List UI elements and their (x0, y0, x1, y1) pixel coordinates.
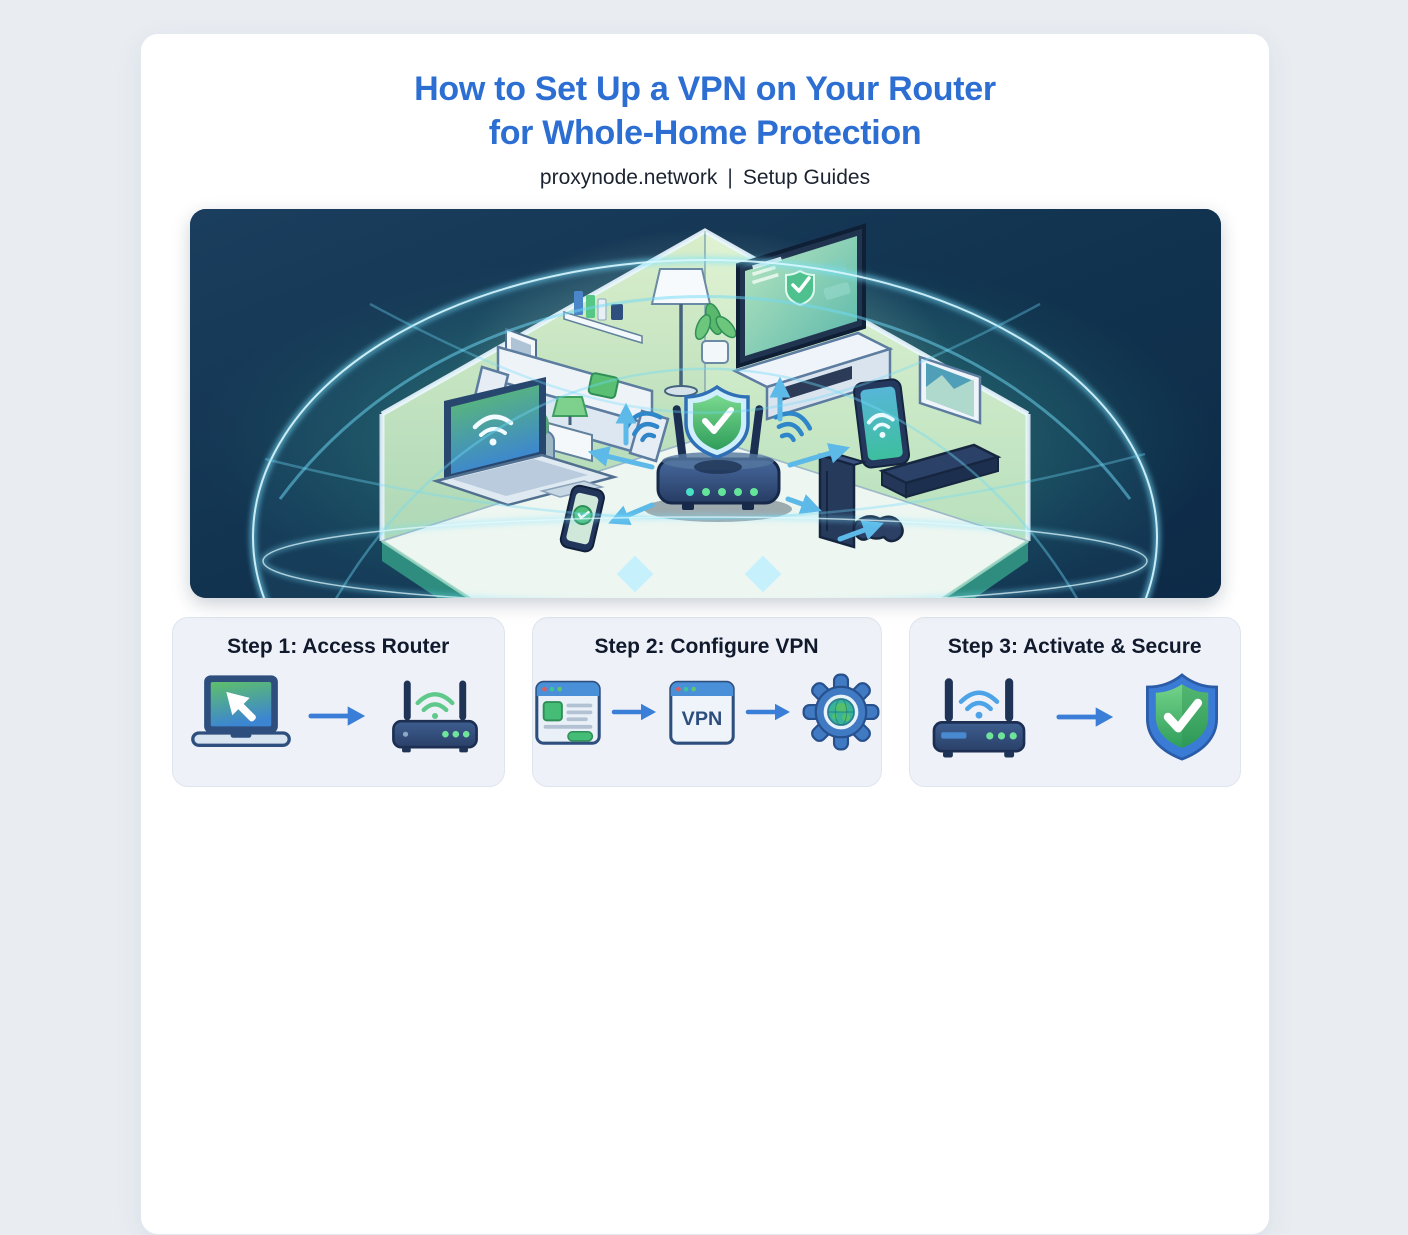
arrow-right-icon (308, 706, 366, 726)
step-3-icons (910, 672, 1241, 762)
vpn-browser-icon: VPN (668, 680, 735, 745)
side-table-lamp (547, 396, 593, 463)
router-antenna-left (672, 405, 688, 467)
shield-check (684, 384, 750, 459)
steps-row: Step 1: Access Router (172, 617, 1241, 787)
content-card: How to Set Up a VPN on Your Router for W… (140, 33, 1270, 1235)
browser-settings-icon (534, 680, 601, 745)
wifi-waves-green (415, 692, 455, 713)
laptop-cursor-icon (191, 675, 292, 747)
wall-shelf (563, 310, 643, 345)
wall-tablet (853, 378, 911, 469)
arrow-right-icon (611, 703, 656, 721)
wifi-waves-blue (958, 690, 999, 712)
wifi-router-icon (932, 678, 1026, 758)
wifi-waves (623, 411, 813, 443)
vpn-dome (250, 257, 1160, 598)
page-title-line1: How to Set Up a VPN on Your Router (414, 70, 996, 108)
framed-picture-right (918, 355, 982, 425)
hero-svg (190, 209, 1221, 598)
connection-arrows (587, 376, 884, 542)
step-3-title: Step 3: Activate & Secure (947, 635, 1202, 658)
dome-node-right (744, 555, 782, 593)
floor-edge (382, 541, 1028, 598)
green-pillow (587, 372, 620, 399)
page-title-line2: for Whole-Home Protection (488, 114, 922, 152)
step-1-icons (173, 672, 504, 760)
hero-illustration (190, 209, 1221, 598)
arrow-right-icon (745, 703, 790, 721)
vpn-label: VPN (681, 708, 722, 730)
laptop (431, 377, 619, 507)
router-antenna-right (748, 405, 764, 467)
step-2-title: Step 2: Configure VPN (594, 635, 819, 658)
step-card-2: Step 2: Configure VPN (531, 617, 882, 787)
potted-plant (694, 302, 737, 364)
subtitle-divider: | (727, 166, 733, 189)
page-title: How to Set Up a VPN on Your Router for W… (181, 67, 1229, 155)
game-console-flat (878, 443, 1002, 499)
site-name: proxynode.network (539, 166, 718, 189)
dome-node-left (616, 555, 654, 593)
step-1-title: Step 1: Access Router (227, 635, 450, 658)
step-card-1: Step 1: Access Router (172, 617, 505, 787)
step-card-3: Step 3: Activate & Secure (908, 617, 1241, 787)
subtitle: proxynode.network | Setup Guides (141, 164, 1269, 192)
section-name: Setup Guides (742, 166, 871, 189)
arrow-right-icon (1056, 707, 1113, 727)
gear-globe-icon (802, 673, 879, 751)
wifi-router-icon (392, 680, 479, 753)
shield-check-icon (1145, 673, 1218, 761)
step-2-icons: VPN (533, 672, 881, 752)
